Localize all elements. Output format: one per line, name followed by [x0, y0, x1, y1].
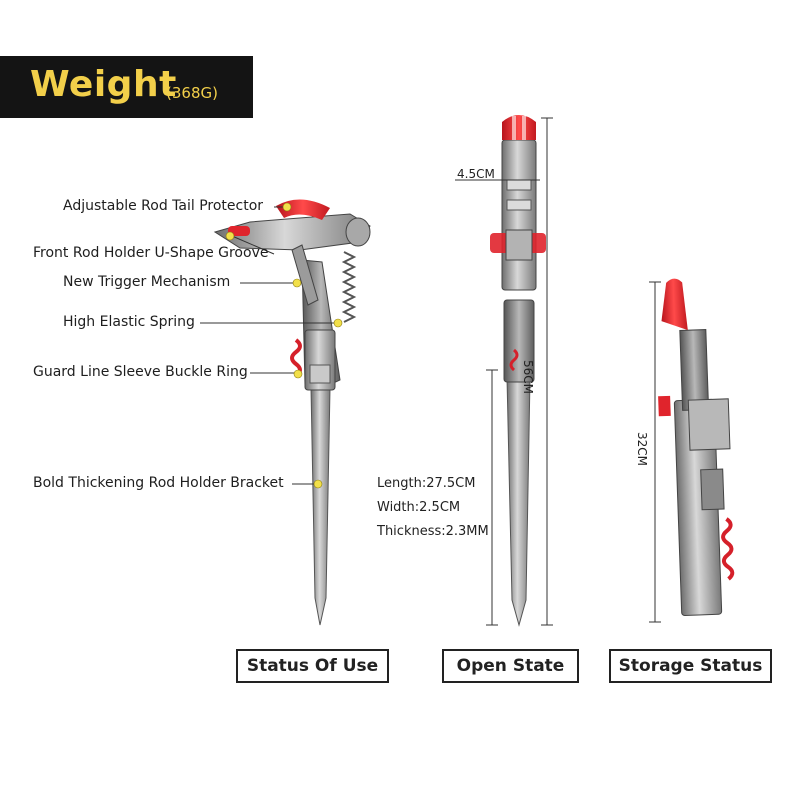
callout-buckle-ring: Guard Line Sleeve Buckle Ring: [33, 364, 248, 380]
weight-value: (368G): [166, 84, 218, 102]
rod-holder-stored: [658, 278, 735, 616]
dimension-storage-length: 32CM: [635, 432, 649, 467]
weight-title: Weight: [30, 64, 177, 105]
spec-thickness: Thickness:2.3MM: [377, 524, 489, 539]
callout-elastic-spring: High Elastic Spring: [63, 314, 195, 330]
dimension-lines-storage: [649, 281, 661, 623]
open-state-label: Open State: [442, 649, 579, 683]
rod-holder-open: [490, 115, 546, 627]
status-of-use-label: Status Of Use: [236, 649, 389, 683]
callout-rod-tail-protector: Adjustable Rod Tail Protector: [63, 198, 264, 214]
callout-trigger-mechanism: New Trigger Mechanism: [63, 274, 231, 290]
spec-length: Length:27.5CM: [377, 476, 476, 491]
spec-width: Width:2.5CM: [377, 500, 461, 515]
dimension-width: 4.5CM: [457, 167, 495, 181]
callout-dots: [225, 202, 343, 489]
callout-bracket: Bold Thickening Rod Holder Bracket: [33, 475, 284, 491]
dimension-lines-open: [455, 117, 553, 626]
rod-holder-in-use: [213, 199, 371, 626]
callout-leaders: [200, 206, 336, 485]
dimension-open-length: 56CM: [521, 360, 535, 395]
weight-badge: [0, 56, 253, 118]
callout-u-shape-groove: Front Rod Holder U-Shape Groove: [33, 245, 269, 261]
storage-status-label: Storage Status: [609, 649, 772, 683]
